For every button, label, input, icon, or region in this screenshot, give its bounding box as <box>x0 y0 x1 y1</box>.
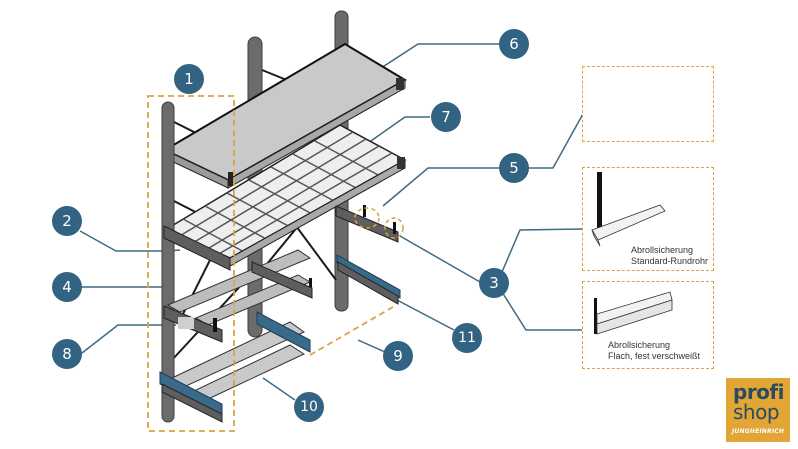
callout-7: 7 <box>431 102 461 132</box>
leader-10 <box>262 377 296 401</box>
detail-flach-caption-1: Abrollsicherung <box>608 340 671 350</box>
profishop-logo[interactable]: profi shop JUNGHEINRICH <box>726 378 790 442</box>
detail-standard-rundrohr-drawing <box>591 172 666 247</box>
callout-1: 1 <box>174 64 204 94</box>
leader-5-detail <box>527 111 585 169</box>
leader-3-detail-b <box>501 291 582 331</box>
front-upright <box>161 101 175 423</box>
leader-11 <box>396 299 455 331</box>
arm-3 <box>335 205 404 243</box>
callout-11: 11 <box>452 323 482 353</box>
detail-flach-drawing <box>594 291 673 335</box>
callout-10: 10 <box>294 392 324 422</box>
detail-flach <box>582 281 714 369</box>
arm-10 <box>159 311 311 423</box>
top-shelf-panel <box>162 42 407 189</box>
leader-6 <box>377 43 499 71</box>
detail-end-cap <box>582 66 714 142</box>
detail-standard-rundrohr-caption-2: Standard-Rundrohr <box>631 256 709 266</box>
arm-11 <box>336 254 401 305</box>
leader-3-arm <box>399 235 481 283</box>
logo-brand: JUNGHEINRICH <box>732 428 785 435</box>
arm-2 <box>163 225 231 271</box>
detail-standard-rundrohr-caption-1: Abrollsicherung <box>631 245 694 255</box>
leader-3-detail-a <box>501 228 583 273</box>
callout-6: 6 <box>499 29 529 59</box>
callout-4: 4 <box>52 272 82 302</box>
callout-5: 5 <box>499 153 529 183</box>
leader-lines <box>79 43 585 401</box>
callout-9: 9 <box>383 341 413 371</box>
callout-8: 8 <box>52 339 82 369</box>
leader-9 <box>357 339 386 353</box>
arm-8 <box>163 249 313 343</box>
detail-flach-caption-2: Flach, fest verschweißt <box>608 351 701 361</box>
leader-8 <box>81 324 176 354</box>
logo-line-1: profi <box>733 380 784 404</box>
leader-5 <box>382 167 500 207</box>
detail-standard-rundrohr <box>582 167 714 271</box>
leader-7 <box>357 116 430 151</box>
callout-2: 2 <box>52 206 82 236</box>
logo-line-2: shop <box>733 400 780 424</box>
component-9-highlight <box>309 306 394 356</box>
component-1-highlight <box>147 95 235 432</box>
callout-3: 3 <box>479 268 509 298</box>
